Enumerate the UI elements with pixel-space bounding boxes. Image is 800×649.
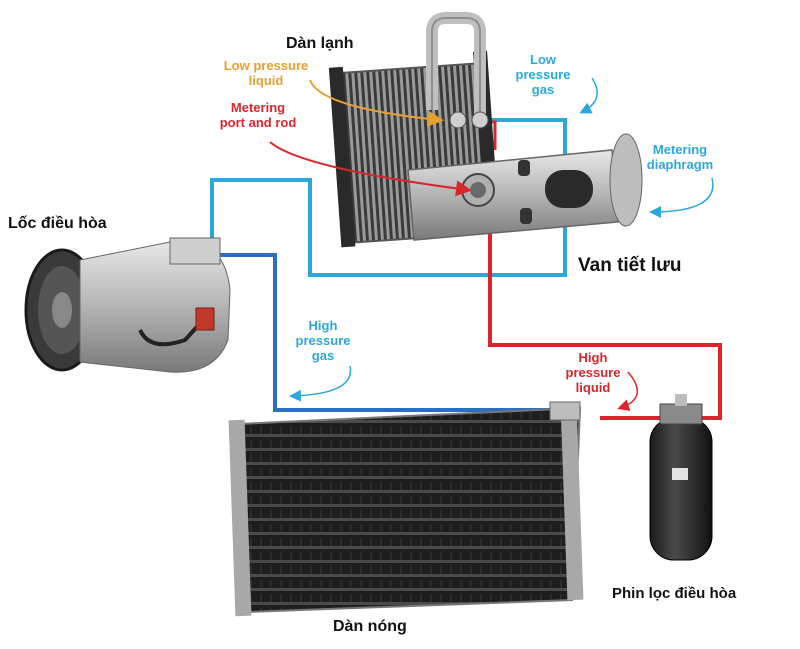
annotation-metering-port: Metering port and rod	[219, 100, 297, 130]
low-gas-arrow	[579, 77, 598, 114]
label-evaporator: Dàn lạnh	[286, 35, 354, 52]
receiver-drier-unit	[649, 394, 713, 561]
label-expansion-valve: Van tiết lưu	[578, 255, 682, 276]
metering-arrow	[269, 141, 472, 197]
label-condenser: Dàn nóng	[333, 618, 407, 635]
condenser-unit	[228, 401, 584, 617]
annotation-metering-diaphragm: Metering diaphragm	[646, 142, 714, 172]
label-receiver-drier: Phin lọc điều hòa	[612, 585, 737, 602]
high-liquid-arrow	[617, 371, 638, 411]
annotation-low-pressure-gas: Low pressure gas	[515, 52, 571, 97]
label-compressor: Lốc điều hòa	[8, 215, 107, 232]
annotation-low-pressure-liquid: Low pressure liquid	[223, 58, 309, 88]
low-liquid-arrow	[309, 79, 444, 127]
compressor-unit	[24, 237, 231, 373]
diaphragm-arrow	[649, 177, 714, 218]
annotation-high-pressure-gas: High pressure gas	[295, 318, 351, 363]
high-gas-arrow	[289, 365, 352, 402]
expansion-valve-unit	[407, 133, 643, 241]
annotation-high-pressure-liquid: High pressure liquid	[565, 350, 621, 395]
low-pressure-line	[210, 118, 567, 277]
high-pressure-gas-line	[210, 253, 555, 412]
